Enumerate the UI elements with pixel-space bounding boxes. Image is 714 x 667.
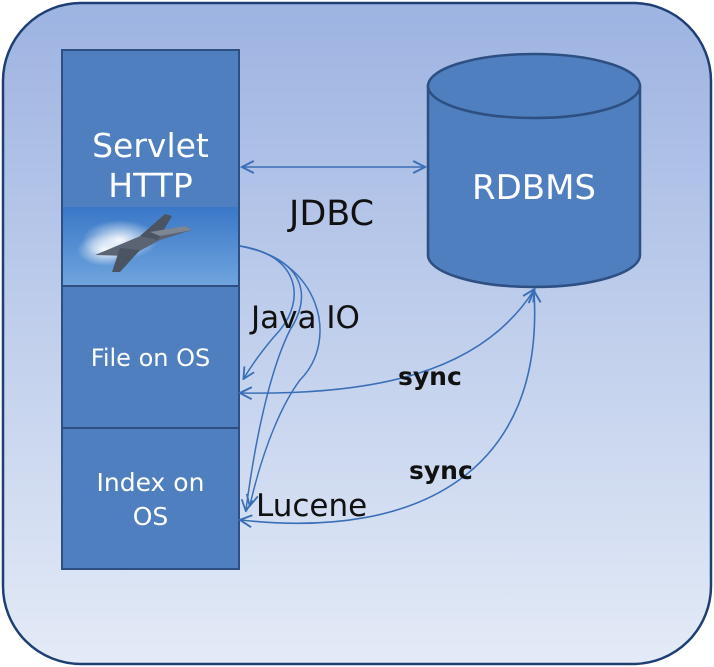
index-label-line2: OS [132, 502, 169, 531]
servlet-label: Servlet HTTP [62, 126, 239, 206]
rdbms-label: RDBMS [471, 168, 597, 208]
servlet-label-line1: Servlet [92, 126, 209, 165]
jdbc-label: JDBC [289, 194, 375, 234]
file-label: File on OS [90, 344, 211, 372]
java-io-label: Java IO [251, 300, 360, 336]
sync-index-label: sync [409, 456, 473, 485]
servlet-label-line2: HTTP [108, 166, 193, 205]
index-block [61, 427, 240, 570]
sync-file-label: sync [398, 362, 462, 391]
jet-fighter-image [63, 207, 238, 285]
index-label: Index on OS [62, 466, 239, 534]
rdbms-cylinder [426, 52, 642, 289]
index-label-line1: Index on [96, 468, 205, 497]
sync-index-arrow [241, 292, 535, 523]
file-block [61, 285, 240, 429]
lucene-label: Lucene [256, 488, 368, 524]
